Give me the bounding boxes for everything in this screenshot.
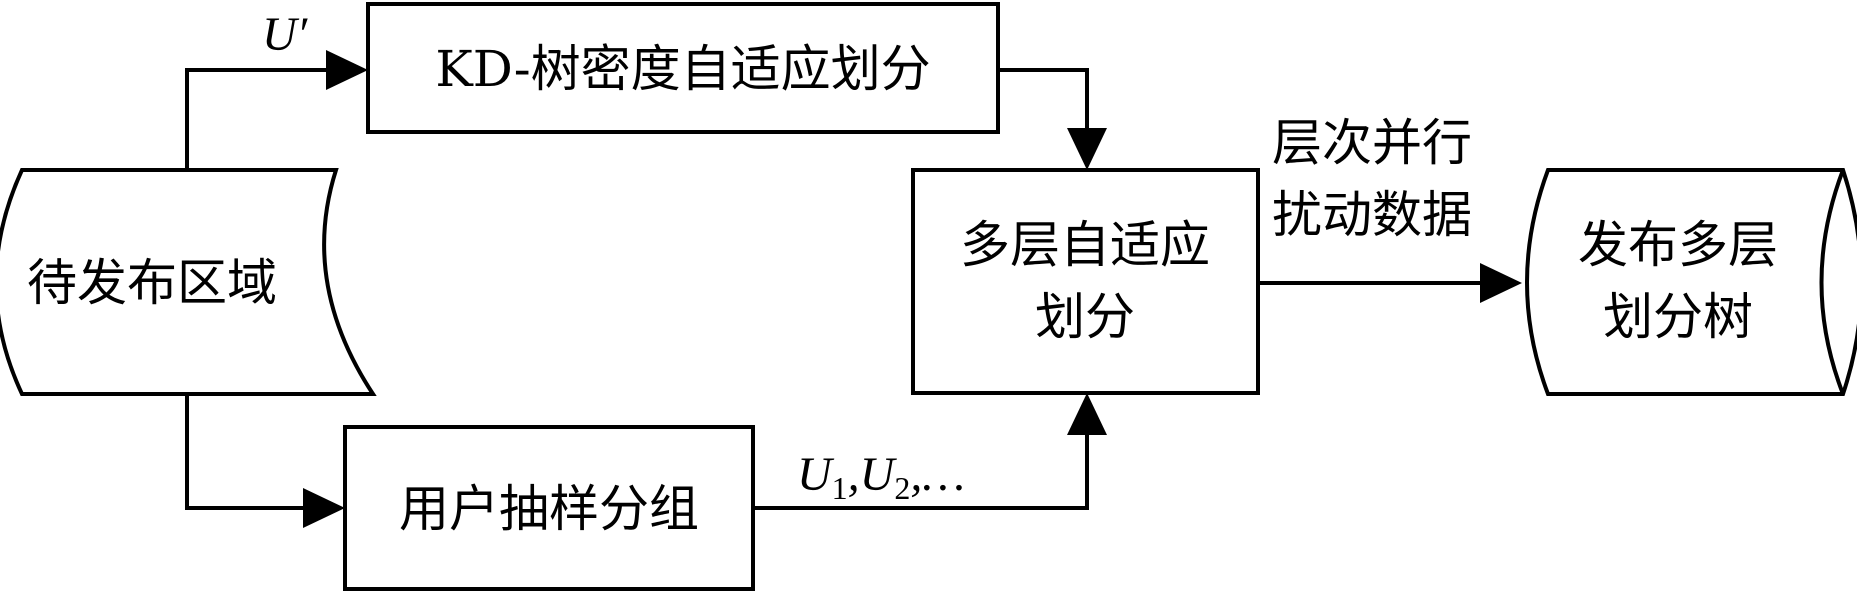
arrowhead-to-kd <box>326 50 368 90</box>
edge-source-to-kd <box>185 68 330 170</box>
edge-sampling-to-multilevel <box>753 432 1089 510</box>
edge-kd-to-multilevel <box>998 68 1089 132</box>
kd-partition-label: KD-树密度自适应划分 <box>435 40 930 98</box>
perturb-label-line-1: 层次并行 <box>1272 114 1472 172</box>
perturb-label-line-2: 扰动数据 <box>1272 186 1472 244</box>
u-groups-label: U1,U2,… <box>797 448 965 506</box>
multilevel-partition-line-2: 划分 <box>1035 288 1135 346</box>
source-region-node: 待发布区域 <box>0 168 377 396</box>
user-sampling-label: 用户抽样分组 <box>399 480 699 538</box>
published-tree-inner-arc <box>1819 169 1845 395</box>
edge-source-to-sampling <box>185 394 305 510</box>
source-region-shape <box>0 168 377 396</box>
arrowhead-to-sampling <box>303 488 345 528</box>
published-tree-line-2: 划分树 <box>1603 288 1753 346</box>
published-tree-shape <box>1525 168 1857 396</box>
u-prime-label: U′ <box>262 8 309 61</box>
multilevel-partition-line-1: 多层自适应 <box>960 216 1210 274</box>
kd-partition-box <box>366 2 1000 134</box>
arrowhead-to-multilevel-top <box>1067 128 1107 170</box>
source-region-label: 待发布区域 <box>27 254 277 312</box>
multilevel-partition-box <box>911 168 1260 395</box>
published-tree-node: 发布多层 划分树 <box>1525 168 1857 396</box>
kd-partition-node: KD-树密度自适应划分 <box>366 2 1000 134</box>
arrowhead-to-tree <box>1480 263 1522 303</box>
published-tree-line-1: 发布多层 <box>1578 216 1778 274</box>
user-sampling-node: 用户抽样分组 <box>343 425 755 591</box>
multilevel-partition-node: 多层自适应 划分 <box>911 168 1260 395</box>
arrowhead-to-multilevel-bottom <box>1067 393 1107 435</box>
